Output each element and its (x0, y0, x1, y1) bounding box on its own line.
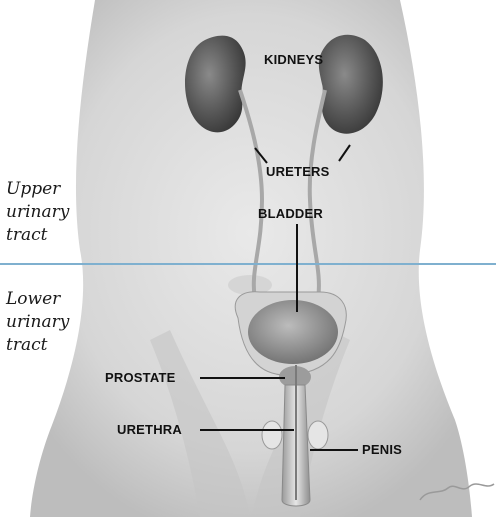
upper-line-1: Upper (6, 178, 96, 201)
upper-urinary-tract-label: Upper urinary tract (6, 178, 96, 247)
lower-line-2: urinary (6, 311, 96, 334)
prostate-label: PROSTATE (105, 370, 175, 385)
ureters-label: URETERS (266, 164, 330, 179)
lower-urinary-tract-label: Lower urinary tract (6, 288, 96, 357)
penis-label: PENIS (362, 442, 402, 457)
left-testis (262, 421, 282, 449)
upper-line-3: tract (6, 224, 96, 247)
bladder-label: BLADDER (258, 206, 323, 221)
lower-line-1: Lower (6, 288, 96, 311)
left-kidney-icon (185, 36, 246, 133)
right-testis (308, 421, 328, 449)
upper-line-2: urinary (6, 201, 96, 224)
urethra-label: URETHRA (117, 422, 182, 437)
torso-silhouette (30, 0, 472, 517)
lower-line-3: tract (6, 334, 96, 357)
bladder-icon (248, 300, 338, 364)
kidneys-label: KIDNEYS (264, 52, 323, 67)
